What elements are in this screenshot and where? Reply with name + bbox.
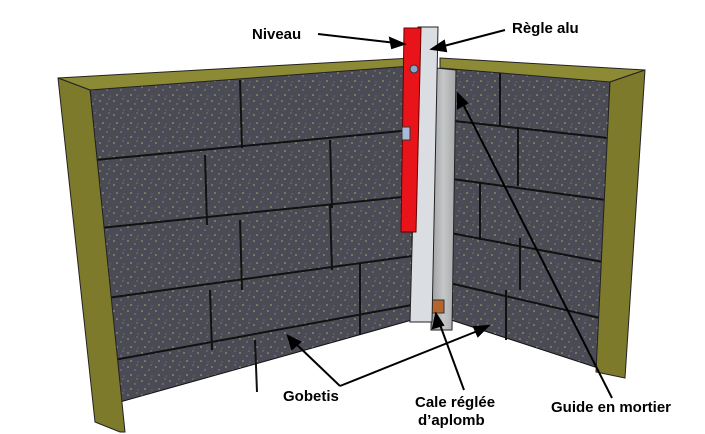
label-gobetis: Gobetis (283, 388, 339, 405)
level-vial (401, 126, 411, 141)
label-cale-line2: d’aplomb (418, 412, 485, 429)
spirit-level (400, 27, 422, 233)
leader-lines (286, 29, 613, 399)
right-wall-joints (444, 70, 609, 340)
label-guide: Guide en mortier (551, 399, 672, 416)
level-vial-round (409, 64, 419, 74)
right-wall (439, 65, 611, 369)
left-wall (89, 65, 413, 403)
right-post (595, 69, 646, 379)
label-cale-line1: Cale réglée (415, 394, 496, 411)
left-post (57, 77, 126, 433)
label-regle-alu: Règle alu (512, 20, 579, 37)
label-niveau: Niveau (252, 26, 302, 43)
left-wall-joints (94, 79, 413, 393)
